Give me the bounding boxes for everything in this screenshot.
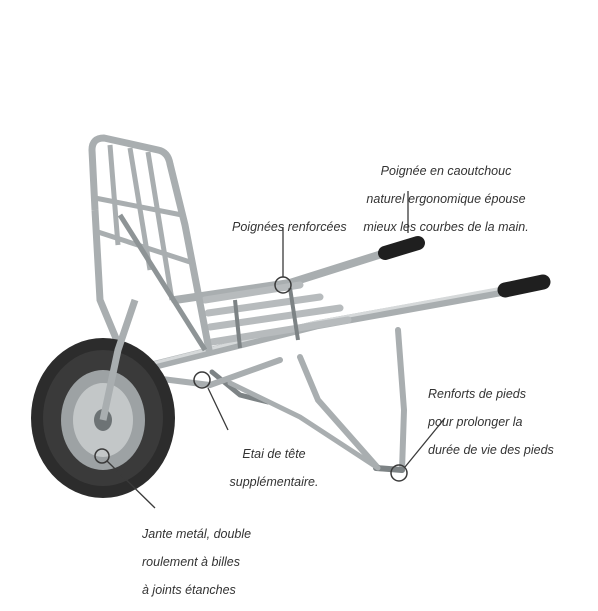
- head-frame-cross: [94, 195, 191, 265]
- deck-slat-4: [208, 316, 352, 346]
- annotation-handles: Poignées renforcées: [232, 206, 392, 248]
- leader-rim: [106, 460, 156, 509]
- annotation-legs: Renforts de pieds pour prolonger la duré…: [428, 373, 596, 471]
- annotation-grip: Poignée en caoutchouc naturel ergonomiqu…: [336, 150, 556, 248]
- annotation-grip-line-3: mieux les courbes de la main.: [363, 220, 529, 234]
- fork: [99, 298, 139, 421]
- annotation-handles-line-1: Poignées renforcées: [232, 220, 347, 234]
- annotation-strut-line-1: Etai de tête: [242, 447, 306, 461]
- head-frame-bar-1: [107, 144, 121, 246]
- far-grip: [378, 236, 425, 260]
- leg-brace: [227, 380, 381, 471]
- annotation-strut-line-2: supplémentaire.: [229, 475, 319, 489]
- annotation-legs-line-3: durée de vie des pieds: [428, 443, 554, 457]
- leader-legs: [404, 417, 446, 468]
- deck-cross: [233, 287, 300, 349]
- front-leg: [395, 327, 408, 473]
- callout-circle-legs: [390, 464, 408, 482]
- deck-slat-3: [206, 304, 344, 331]
- leader-strut: [207, 387, 229, 431]
- deck-slat-1: [201, 281, 304, 304]
- annotation-legs-line-2: pour prolonger la: [428, 415, 523, 429]
- wheelbarrow-illustration: [31, 134, 551, 509]
- head-frame-outer: [88, 134, 214, 356]
- annotation-rim-line-3: à joints étanches: [142, 583, 236, 597]
- annotation-grip-line-2: naturel ergonomique épouse: [366, 192, 526, 206]
- head-frame-bar-3: [145, 151, 175, 301]
- annotation-rim: Jante metál, double roulement à billes à…: [142, 513, 292, 611]
- annotation-grip-line-1: Poignée en caoutchouc: [380, 164, 512, 178]
- annotation-strut: Etai de tête supplémentaire.: [210, 433, 338, 503]
- deck-slat-2: [204, 293, 324, 317]
- annotation-rim-line-1: Jante metál, double: [142, 527, 252, 541]
- wheelbarrow-diagram: Poignée en caoutchouc naturel ergonomiqu…: [31, 134, 596, 597]
- rear-leg: [297, 354, 381, 471]
- annotation-legs-line-1: Renforts de pieds: [428, 387, 526, 401]
- near-grip: [497, 274, 551, 298]
- callout-circle-strut: [193, 371, 211, 389]
- annotation-rim-line-2: roulement à billes: [142, 555, 240, 569]
- callout-circle-rim: [94, 448, 110, 464]
- head-diagonal: [117, 213, 208, 352]
